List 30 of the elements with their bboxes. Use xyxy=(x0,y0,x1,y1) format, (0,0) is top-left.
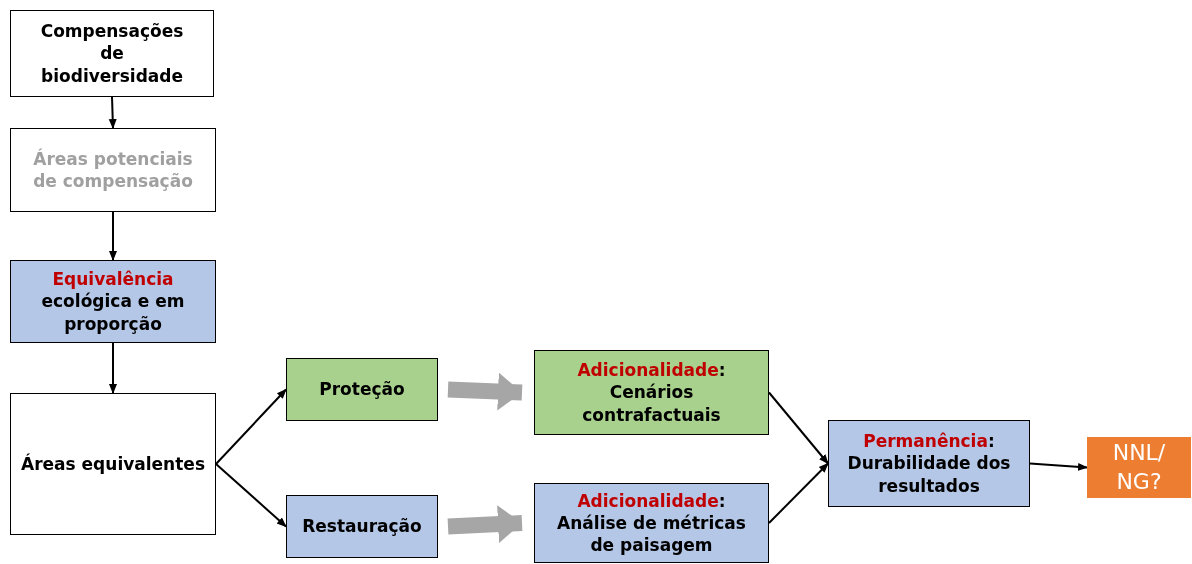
box-label: Adicionalidade: Cenários contrafactuais xyxy=(576,359,727,426)
arrow xyxy=(768,391,829,465)
process-box xyxy=(286,358,438,421)
box-label: NNL/ NG? xyxy=(1111,438,1167,496)
process-box xyxy=(10,260,216,343)
arrow xyxy=(768,462,829,524)
box-label: Restauração xyxy=(302,515,422,538)
arrow xyxy=(215,463,287,528)
process-box xyxy=(10,393,216,535)
arrow xyxy=(1029,462,1088,471)
arrow xyxy=(109,342,117,394)
arrow xyxy=(109,211,117,261)
process-box xyxy=(286,495,438,558)
block-arrow xyxy=(447,372,523,411)
box-label: Áreas potenciais de compensação xyxy=(32,147,194,193)
process-box xyxy=(10,10,214,97)
process-box xyxy=(1087,437,1191,498)
process-box xyxy=(534,483,769,563)
process-box xyxy=(10,128,216,212)
box-label: Adicionalidade: Análise de métricas de paisagem xyxy=(556,489,747,557)
box-label: Equivalência ecológica e em proporção xyxy=(40,268,186,335)
box-label: Áreas equivalentes xyxy=(21,452,205,476)
process-box xyxy=(534,350,769,435)
process-box xyxy=(828,420,1030,507)
arrow xyxy=(108,96,117,129)
box-label: Permanência: Durabilidade dos resultados xyxy=(846,430,1012,497)
box-label: Compensações de biodiversidade xyxy=(40,20,184,87)
box-label: Proteção xyxy=(319,378,405,401)
arrow xyxy=(215,388,287,465)
block-arrow xyxy=(447,505,523,544)
